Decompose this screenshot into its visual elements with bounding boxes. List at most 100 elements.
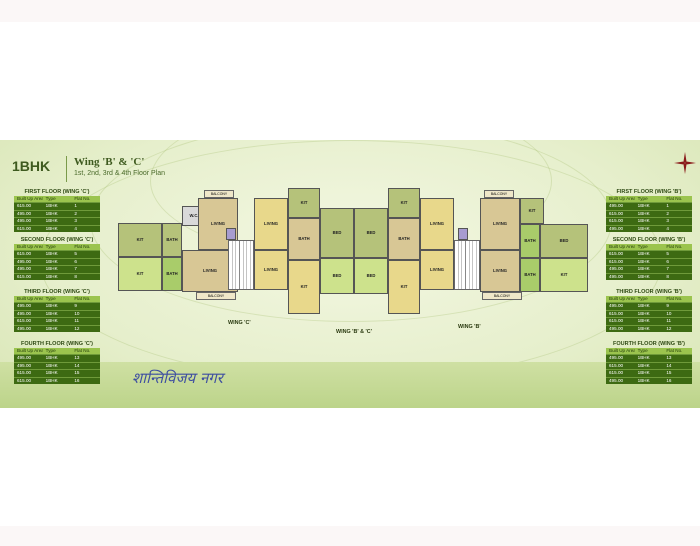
table-cell: 615.00 <box>609 218 624 224</box>
header-cell: Flat No. <box>666 244 683 249</box>
table-cell: 15 <box>74 370 80 376</box>
table-cell: 1BHK <box>637 225 650 231</box>
table-cell: 16 <box>666 377 672 383</box>
bed-room: BED <box>320 208 354 258</box>
table-cell: 1BHK <box>637 318 650 324</box>
table-cell: 615.00 <box>609 258 624 264</box>
table-cell: 1BHK <box>637 203 650 209</box>
flat-table-title: THIRD FLOOR (WING 'C') <box>24 289 90 295</box>
table-cell: 1BHK <box>637 251 650 257</box>
balcony: BALCONY <box>196 292 236 300</box>
staircase <box>454 240 480 290</box>
title-divider <box>66 156 67 182</box>
compass-icon <box>674 152 696 174</box>
bed-room: BED <box>540 224 588 258</box>
header-cell: Built Up Area <box>17 348 43 353</box>
table-cell: 1BHK <box>45 258 58 264</box>
balcony: BALCONY <box>484 190 514 198</box>
table-cell: 7 <box>74 266 77 272</box>
table-cell: 495.00 <box>17 310 32 316</box>
balcony: BALCONY <box>204 190 234 198</box>
table-cell: 495.00 <box>17 258 32 264</box>
kit-room: KIT <box>540 258 588 292</box>
table-cell: 1BHK <box>637 210 650 216</box>
table-cell: 495.00 <box>609 355 624 361</box>
table-row: 615.00 1BHK 6 <box>606 257 692 266</box>
table-cell: 495.00 <box>17 362 32 368</box>
bath-room: BATH <box>162 257 182 291</box>
header-cell: Flat No. <box>74 348 91 353</box>
table-cell: 1BHK <box>637 258 650 264</box>
table-cell: 495.00 <box>609 273 624 279</box>
flat-table-title: FOURTH FLOOR (WING 'B') <box>613 341 685 347</box>
table-cell: 495.00 <box>609 225 624 231</box>
living-room: LIVING <box>254 198 288 250</box>
living-room: LIVING <box>480 198 520 250</box>
table-cell: 615.00 <box>609 251 624 257</box>
table-cell: 1BHK <box>45 310 58 316</box>
brochure-panel: 1BHK Wing 'B' & 'C' 1st, 2nd, 3rd & 4th … <box>0 140 700 408</box>
bath-room: BATH <box>520 224 540 258</box>
flat-table-title: SECOND FLOOR (WING 'C') <box>20 237 94 243</box>
header-cell: Type <box>637 196 648 201</box>
table-cell: 1BHK <box>45 273 58 279</box>
table-cell: 11 <box>74 318 80 324</box>
table-cell: 1BHK <box>45 370 58 376</box>
table-cell: 1BHK <box>45 225 58 231</box>
header-cell: Built Up Area <box>17 196 43 201</box>
table-cell: 6 <box>666 258 669 264</box>
table-cell: 9 <box>74 303 77 309</box>
header-cell: Flat No. <box>74 196 91 201</box>
table-cell: 10 <box>666 310 672 316</box>
table-cell: 1BHK <box>637 303 650 309</box>
bath-room: BATH <box>288 218 320 260</box>
table-cell: 9 <box>666 303 669 309</box>
header-cell: Type <box>45 196 56 201</box>
table-cell: 6 <box>74 258 77 264</box>
table-cell: 1 <box>666 203 669 209</box>
staircase <box>228 240 254 290</box>
table-cell: 1BHK <box>637 266 650 272</box>
lift <box>226 228 236 240</box>
table-cell: 495.00 <box>17 218 32 224</box>
table-cell: 4 <box>666 225 669 231</box>
table-cell: 615.00 <box>17 377 32 383</box>
table-cell: 12 <box>666 325 672 331</box>
header-cell: Built Up Area <box>609 348 635 353</box>
table-cell: 2 <box>74 210 77 216</box>
table-cell: 12 <box>74 325 80 331</box>
table-cell: 16 <box>74 377 80 383</box>
flat-table-title: THIRD FLOOR (WING 'B') <box>616 289 682 295</box>
table-cell: 13 <box>74 355 80 361</box>
table-cell: 1BHK <box>637 362 650 368</box>
table-cell: 1BHK <box>45 325 58 331</box>
table-row: 495.00 1BHK 6 <box>14 257 100 266</box>
header-cell: Type <box>45 348 56 353</box>
header-cell: Built Up Area <box>609 244 635 249</box>
living-room: LIVING <box>254 250 288 290</box>
table-cell: 615.00 <box>17 251 32 257</box>
header-cell: Built Up Area <box>17 296 43 301</box>
header-cell: Flat No. <box>74 244 91 249</box>
bath-room: BATH <box>388 218 420 260</box>
table-cell: 1BHK <box>637 377 650 383</box>
table-cell: 1BHK <box>45 218 58 224</box>
header-cell: Type <box>45 244 56 249</box>
table-cell: 3 <box>666 218 669 224</box>
table-cell: 1BHK <box>637 273 650 279</box>
